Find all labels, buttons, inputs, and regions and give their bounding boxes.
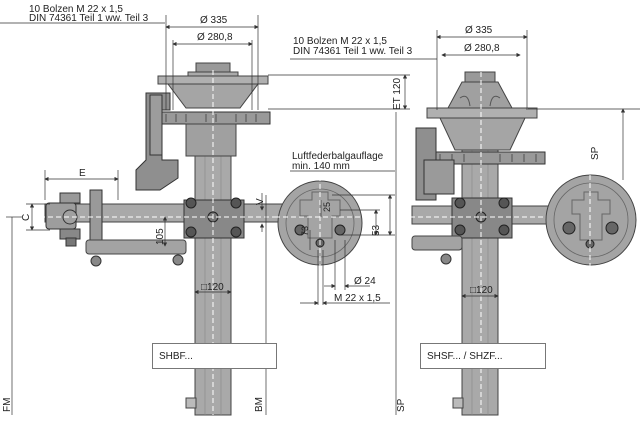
- dim-c: C: [21, 213, 32, 221]
- air-spring-title-line1: Luftfederbalgauflage: [292, 151, 384, 162]
- right-axle-clamp: [451, 197, 513, 239]
- right-dim-beam-width: □120: [470, 285, 493, 296]
- dim-25: 25: [322, 201, 332, 212]
- left-variant-label: SHBF...: [152, 343, 277, 369]
- left-brake-caliper: [135, 92, 179, 191]
- left-shock-absorber: [85, 239, 187, 267]
- label-sp-top: SP: [590, 146, 601, 160]
- right-variant-label: SHSF... / SHZF...: [420, 343, 546, 369]
- dim-e: E: [79, 168, 86, 179]
- left-dim-pitch-diameter: Ø 280,8: [197, 32, 233, 43]
- left-axle-tube: [44, 203, 291, 223]
- left-air-spring-plate: [275, 176, 368, 268]
- dim-bore-diameter: Ø 24: [354, 276, 376, 287]
- left-bolt-note-line2: DIN 74361 Teil 1 ww. Teil 3: [29, 13, 149, 24]
- dim-et-120: ET 120: [392, 77, 403, 110]
- left-dim-beam-width: □120: [201, 282, 224, 293]
- label-fm: FM: [2, 397, 13, 412]
- label-sp-bottom: SP: [396, 398, 407, 412]
- left-pivot-bushing: [45, 189, 103, 247]
- left-bolt-note-line1: 10 Bolzen M 22 x 1,5: [29, 4, 123, 15]
- right-air-spring-plate: [545, 174, 637, 266]
- right-bolt-note-line1: 10 Bolzen M 22 x 1,5: [293, 36, 387, 47]
- left-wheel-hub: [157, 62, 271, 157]
- dim-105: 105: [155, 228, 166, 245]
- left-dim-outer-diameter: Ø 335: [200, 15, 228, 26]
- air-spring-title-line2: min. 140 mm: [292, 161, 350, 172]
- right-wheel-hub: [426, 71, 546, 165]
- dimension-lines: [0, 15, 640, 415]
- dim-73: 73: [300, 225, 310, 236]
- dim-53: 53: [371, 224, 382, 236]
- right-bolt-note-line2: DIN 74361 Teil 1 ww. Teil 3: [293, 46, 413, 57]
- right-shock-absorber: [411, 235, 463, 265]
- dim-v: V: [255, 198, 266, 205]
- right-axle-assembly: [410, 71, 640, 416]
- left-axle-clamp: [183, 197, 245, 239]
- right-foot-marker: [452, 397, 464, 409]
- dim-thread: M 22 x 1,5: [334, 293, 381, 304]
- left-axle-assembly: [40, 62, 291, 416]
- right-dim-outer-diameter: Ø 335: [465, 25, 493, 36]
- right-dim-pitch-diameter: Ø 280,8: [464, 43, 500, 54]
- label-bm: BM: [254, 397, 265, 412]
- right-brake-caliper: [415, 127, 455, 201]
- left-foot-marker: [185, 397, 197, 409]
- right-vertical-beam: [461, 149, 499, 416]
